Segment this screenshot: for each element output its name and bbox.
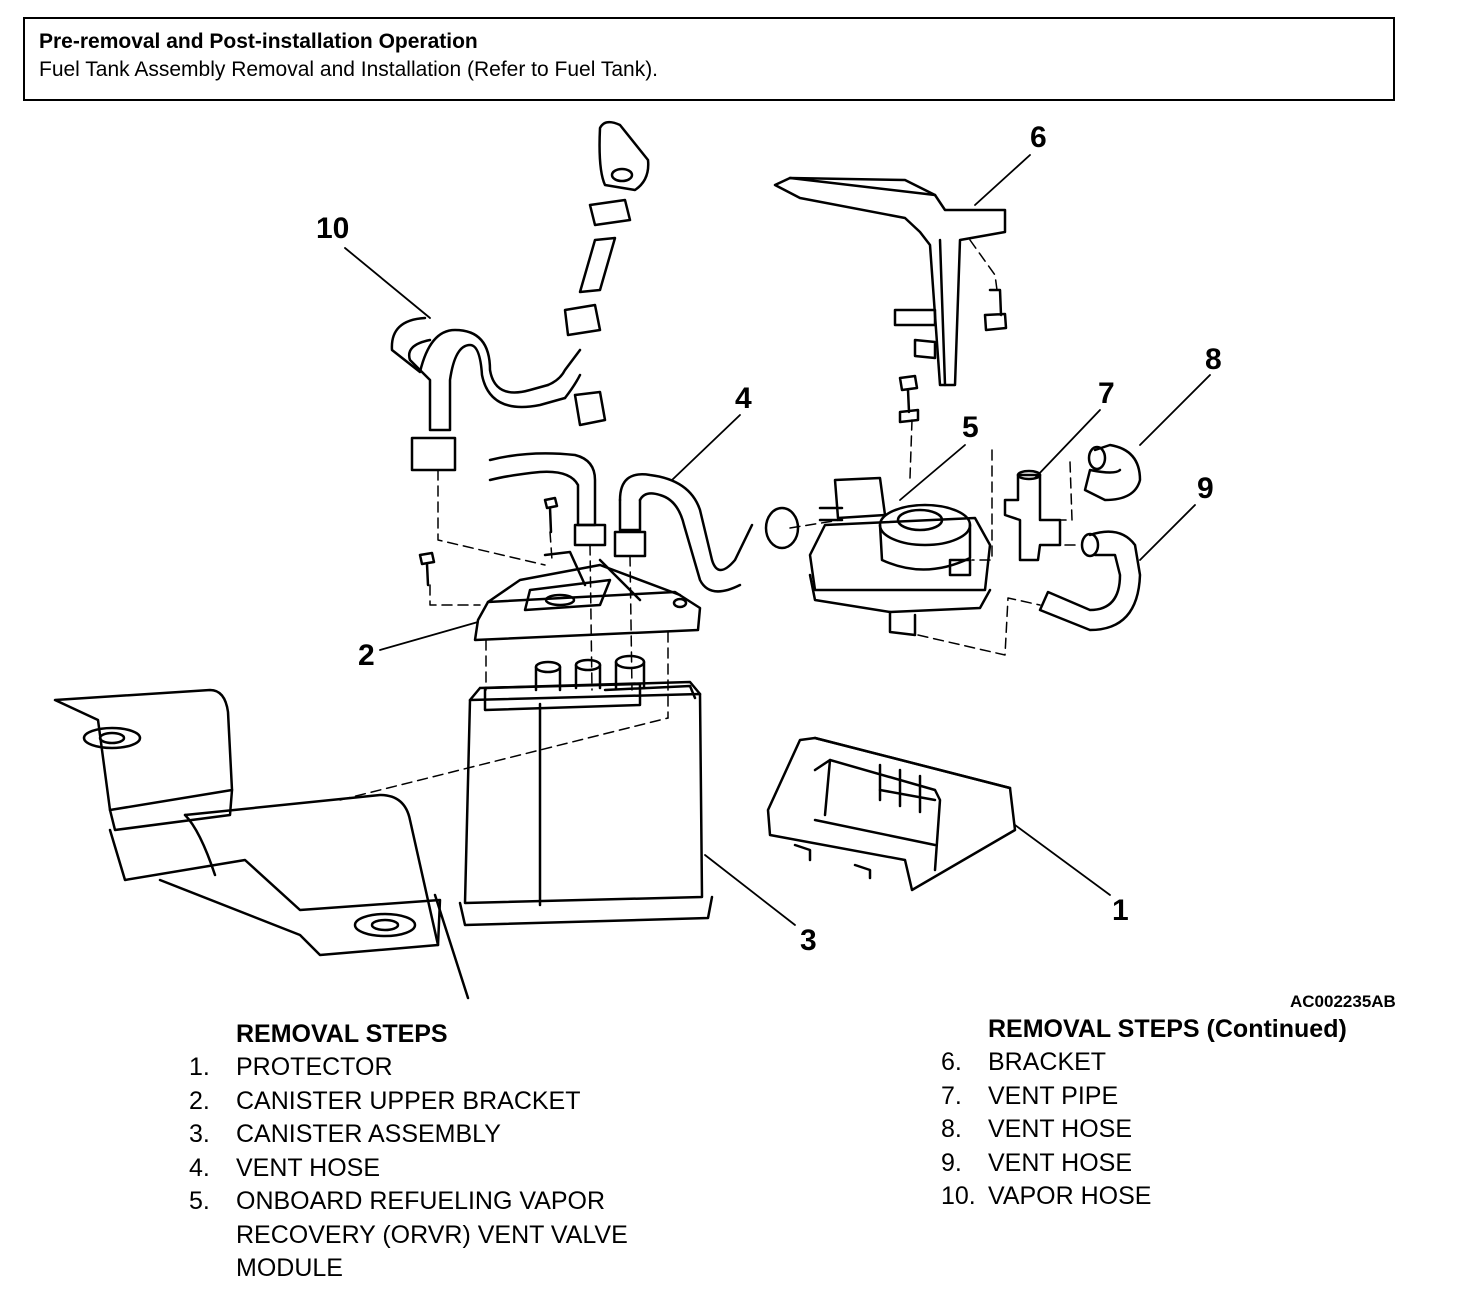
hose-connector-set	[563, 120, 650, 427]
step-label: VENT PIPE	[988, 1081, 1119, 1110]
callout-3: 3	[800, 924, 817, 957]
vehicle-frame	[53, 688, 470, 1000]
alignment-lines	[339, 239, 1076, 801]
callout-4: 4	[735, 382, 752, 415]
step-number: 8.	[941, 1115, 962, 1143]
vent-hose-9	[1038, 530, 1142, 632]
vent-hose-4	[488, 452, 754, 593]
callout-8: 8	[1205, 343, 1222, 376]
step-label: PROTECTOR	[236, 1053, 393, 1081]
step-label: VENT HOSE	[236, 1153, 381, 1182]
step-item: 1. PROTECTOR	[189, 1051, 628, 1085]
callout-5: 5	[962, 411, 979, 444]
vent-pipe	[1003, 469, 1062, 562]
callout-6: 6	[1030, 121, 1047, 154]
removal-steps-list: REMOVAL STEPS 1. PROTECTOR 2. CANISTER U…	[189, 1017, 628, 1286]
step-item: 9. VENT HOSE	[941, 1147, 1347, 1181]
step-number: 6.	[941, 1048, 962, 1076]
removal-steps-heading: REMOVAL STEPS	[236, 1020, 448, 1048]
hose-clamps	[410, 436, 800, 558]
step-item: 7. VENT PIPE	[941, 1080, 1347, 1114]
step-item: 6. BRACKET	[941, 1046, 1347, 1080]
step-number: 2.	[189, 1086, 210, 1115]
callout-7: 7	[1098, 377, 1115, 410]
canister-ports	[534, 654, 646, 692]
step-label: BRACKET	[988, 1048, 1107, 1076]
note-body: Fuel Tank Assembly Removal and Installat…	[39, 58, 659, 81]
removal-steps-continued-list: REMOVAL STEPS (Continued) 6. BRACKET 7. …	[941, 1012, 1347, 1214]
orvr-vent-valve-module	[808, 476, 992, 637]
callout-2: 2	[358, 639, 375, 672]
canister-assembly	[458, 654, 714, 927]
step-item: 10. VAPOR HOSE	[941, 1180, 1347, 1214]
canister-upper-bracket	[473, 550, 702, 642]
step-item: 8. VENT HOSE	[941, 1113, 1347, 1147]
step-number: 3.	[189, 1120, 210, 1148]
step-label: CANISTER ASSEMBLY	[236, 1120, 501, 1148]
step-number: 7.	[941, 1081, 962, 1110]
step-number: 5.	[189, 1187, 210, 1215]
step-label: VENT HOSE	[988, 1115, 1133, 1143]
removal-steps-continued-heading: REMOVAL STEPS (Continued)	[988, 1015, 1347, 1043]
callout-numbers: 1 2 3 4 5 6 7 8 9 10	[316, 121, 1222, 957]
step-number: 10.	[941, 1182, 976, 1210]
step-item: 2. CANISTER UPPER BRACKET	[189, 1085, 628, 1119]
pre-removal-note: Pre-removal and Post-installation Operat…	[23, 17, 1395, 101]
vent-hose-8	[1083, 443, 1142, 502]
step-label: VAPOR HOSE	[988, 1182, 1152, 1210]
callout-10: 10	[316, 212, 349, 245]
step-item: 5. ONBOARD REFUELING VAPOR RECOVERY (ORV…	[189, 1185, 628, 1286]
bracket	[773, 176, 1007, 387]
step-label: CANISTER UPPER BRACKET	[236, 1086, 581, 1115]
step-number: 1.	[189, 1053, 210, 1081]
step-item: 4. VENT HOSE	[189, 1152, 628, 1186]
protector	[766, 736, 1017, 892]
step-label: VENT HOSE	[988, 1148, 1133, 1177]
step-label: ONBOARD REFUELING VAPOR RECOVERY (ORVR) …	[236, 1187, 628, 1282]
bolt-icons	[418, 288, 1008, 587]
step-number: 9.	[941, 1148, 962, 1177]
step-number: 4.	[189, 1153, 210, 1182]
callout-leaders	[344, 154, 1211, 926]
vapor-hose	[390, 316, 582, 432]
figure-code: AC002235AB	[1290, 992, 1396, 1011]
note-title: Pre-removal and Post-installation Operat…	[39, 30, 478, 53]
step-item: 3. CANISTER ASSEMBLY	[189, 1118, 628, 1152]
callout-1: 1	[1112, 894, 1129, 927]
callout-9: 9	[1197, 472, 1214, 505]
